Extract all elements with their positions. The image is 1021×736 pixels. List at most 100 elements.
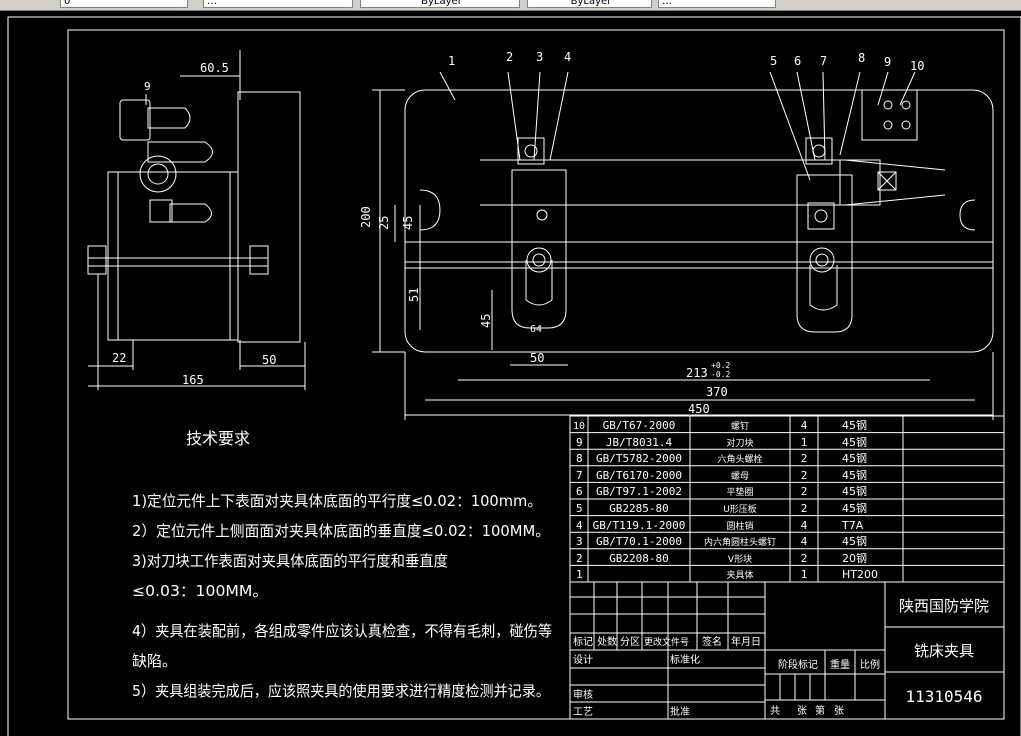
bom-name: 平垫圈 [726,486,753,498]
bom-mat: 45钢 [842,469,867,482]
bom-mat: 45钢 [842,436,867,449]
bom-qty: 2 [801,502,808,515]
bom-no: 3 [576,535,583,548]
bom-std: GB/T97.1-2002 [596,485,682,498]
bom-std: GB2285-80 [609,502,669,515]
bom-qty: 4 [801,519,808,532]
bom-std: GB/T6170-2000 [596,469,682,482]
bom-row: 7 GB/T6170-2000 螺母 2 45钢 [576,469,867,482]
tb-label-approve: 批准 [670,705,690,718]
bom-std: GB/T119.1-2000 [593,519,686,532]
bom-mat: 45钢 [842,419,867,432]
dim-front-50: 50 [530,351,544,365]
balloon-1: 1 [448,54,455,68]
bom-name: 内六角圆柱头螺钉 [704,536,776,548]
bom-qty: 2 [801,469,808,482]
dim-side-22: 22 [112,351,126,365]
front-view [372,71,994,420]
bom-no: 9 [576,436,583,449]
bom-no: 7 [576,469,583,482]
bom-name: V形块 [728,553,752,565]
tech-req-line-3: 3)对刀块工作表面对夹具体底面的平行度和垂直度 [132,552,448,570]
bom-std: GB/T67-2000 [603,419,676,432]
bom-std: JB/T8031.4 [606,436,673,449]
dim-side-9: 9 [144,80,151,93]
linetype-dropdown[interactable]: ByLayer [527,0,652,8]
bom-row: 1 夹具体 1 HT200 [576,568,878,581]
bom-grid [569,415,1005,583]
bom-qty: 1 [801,436,808,449]
bom-name: 六角头螺栓 [717,453,762,465]
bom-row: 3 GB/T70.1-2000 内六角圆柱头螺钉 4 45钢 [576,535,867,548]
bom-no: 8 [576,452,583,465]
bom-mat: 45钢 [842,502,867,515]
bom-name: 螺钉 [731,421,749,432]
bom-name: 螺母 [731,471,749,482]
dim-front-213: 213 [686,366,708,380]
dim-front-213-upper-tol: +0.2 [711,361,730,370]
tb-label-count: 处数 [597,635,617,648]
dim-front-64: 64 [530,324,542,335]
balloon-3: 3 [536,50,543,64]
dim-side-60-5: 60.5 [200,61,229,75]
bom-name: 圆柱销 [726,520,753,532]
bom-no: 1 [576,568,583,581]
tb-drawing-no: 11310546 [905,687,982,706]
tb-label-sheet-1: 张 [797,705,807,717]
balloon-7: 7 [820,54,827,68]
bom-qty: 4 [801,535,808,548]
title-block-grid [569,581,1005,720]
tb-label-sheet-2: 张 [834,705,844,717]
tech-req-title: 技术要求 [186,429,250,448]
bom-qty: 4 [801,419,808,432]
bom-row: 9 JB/T8031.4 对刀块 1 45钢 [576,436,867,449]
dim-front-51: 51 [407,288,421,302]
tb-label-stage: 阶段标记 [778,658,818,671]
bom-no: 10 [573,421,585,432]
dim-front-45: 45 [401,216,415,230]
bom-no: 5 [576,502,583,515]
bom-std: GB/T70.1-2000 [596,535,682,548]
side-view [87,50,306,390]
dim-front-25: 25 [377,216,391,230]
layer-dropdown[interactable]: 0 [60,0,188,8]
bom-row: 10 GB/T67-2000 螺钉 4 45钢 [573,419,867,432]
bom-name: 对刀块 [726,437,753,449]
tb-label-review: 审核 [573,688,593,701]
dim-front-213-lower-tol: -0.2 [711,370,730,379]
bom-qty: 2 [801,485,808,498]
bom-no: 4 [576,519,583,532]
bom-row: 6 GB/T97.1-2002 平垫圈 2 45钢 [576,485,867,498]
fixture-body [404,89,994,353]
bom-mat: 45钢 [842,535,867,548]
bom-qty: 2 [801,452,808,465]
tb-label-weight: 重量 [830,658,850,671]
style-dropdown[interactable]: … [203,0,353,8]
bom-no: 2 [576,552,583,565]
bom-qty: 1 [801,568,808,581]
color-dropdown[interactable]: ByLayer [360,0,520,8]
drawing-canvas[interactable]: 60.5 9 22 50 165 1 2 3 4 5 6 7 8 9 10 20… [0,10,1021,736]
properties-toolbar: 0 … ByLayer ByLayer … [0,0,1021,11]
dim-front-45b: 45 [479,314,493,328]
dim-side-50: 50 [262,353,276,367]
bom-table: 10 GB/T67-2000 螺钉 4 45钢 9 JB/T8031.4 对刀块… [573,419,878,581]
tech-req-line-4: ≤0.03：100MM。 [132,582,268,600]
bom-mat: 45钢 [842,485,867,498]
bom-std: GB2208-80 [609,552,669,565]
balloon-2: 2 [506,50,513,64]
balloon-6: 6 [794,54,801,68]
dim-front-450: 450 [688,402,710,416]
tb-label-sign: 签名 [702,635,722,648]
tech-req-line-5: 4）夹具在装配前，各组成零件应该认真检查，不得有毛刺，碰伤等 [132,622,552,640]
lineweight-dropdown[interactable]: … [658,0,776,8]
tech-req-line-2: 2）定位元件上侧面面对夹具体底面的垂直度≤0.02：100MM。 [132,522,550,540]
tb-label-change-doc: 更改文件号 [644,636,689,648]
bom-std: GB/T5782-2000 [596,452,682,465]
tb-label-scale: 比例 [860,658,880,671]
bom-mat: 45钢 [842,452,867,465]
dim-front-370: 370 [706,385,728,399]
tb-school: 陕西国防学院 [899,597,989,615]
bom-row: 2 GB2208-80 V形块 2 20钢 [576,552,867,565]
dim-side-165: 165 [182,373,204,387]
